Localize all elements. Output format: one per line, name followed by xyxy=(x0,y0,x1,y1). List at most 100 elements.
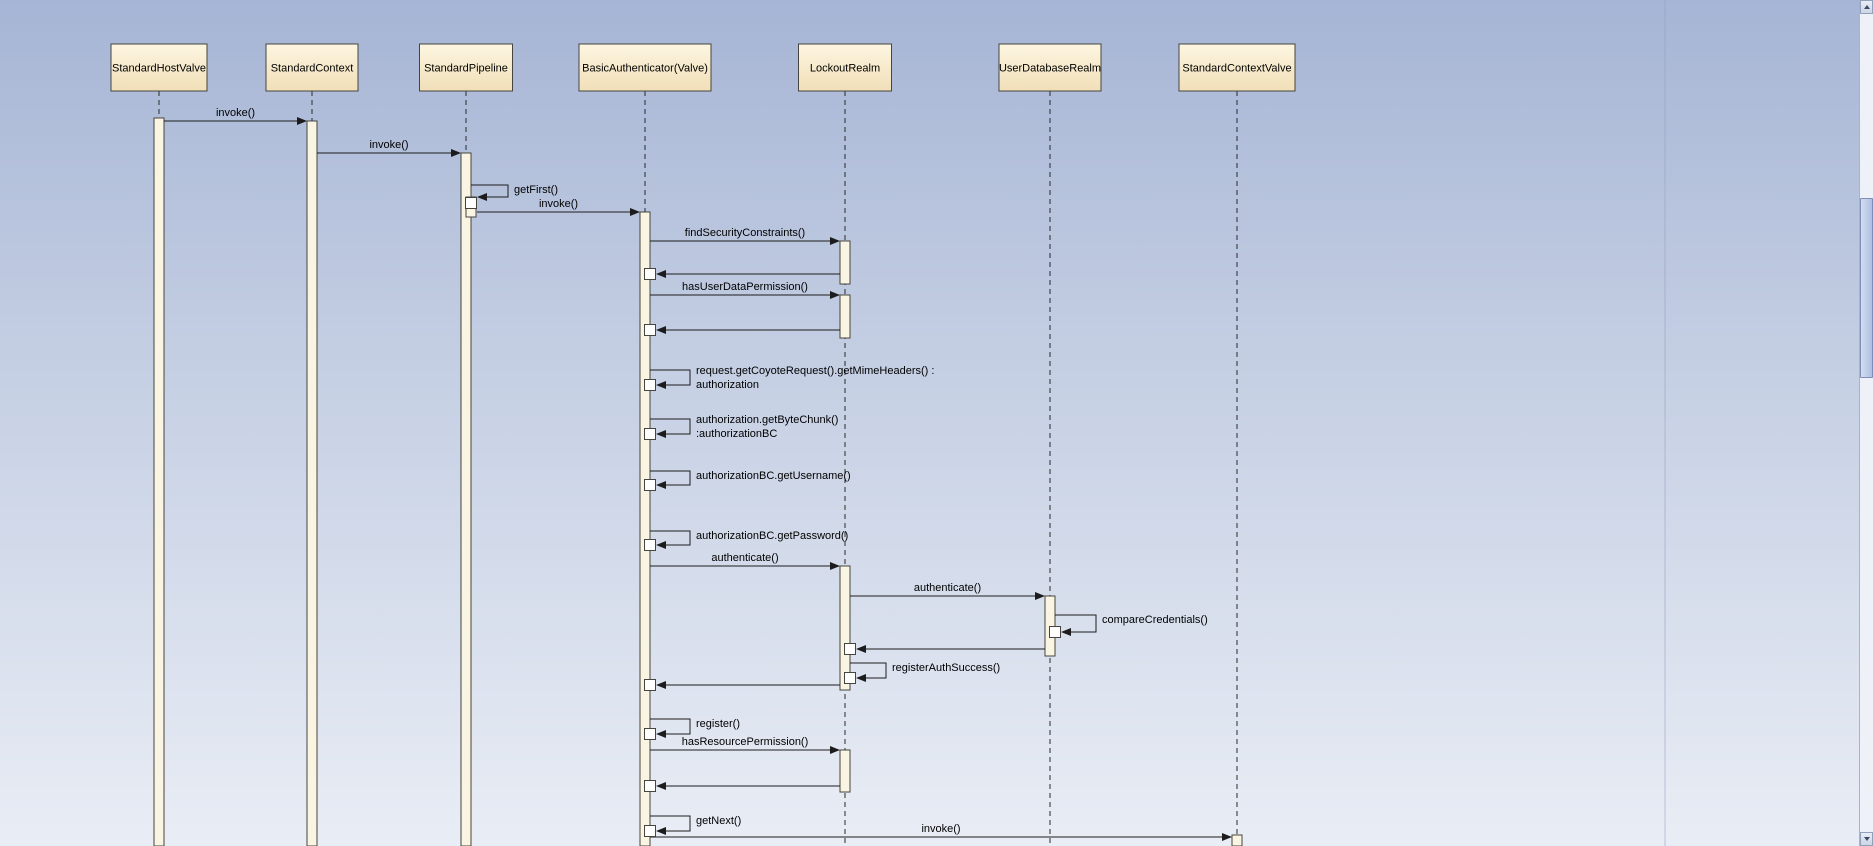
message-invoke[interactable]: invoke() xyxy=(650,823,1232,841)
lifeline-user-database-realm[interactable]: UserDatabaseRealm xyxy=(998,43,1102,846)
message-return[interactable] xyxy=(656,782,840,790)
message-authorizationbc-getusername[interactable]: authorizationBC.getUsername() xyxy=(650,470,851,489)
lifeline-header[interactable] xyxy=(1178,43,1296,92)
activation-standard-pipeline[interactable] xyxy=(460,152,472,846)
message-return[interactable] xyxy=(656,681,840,689)
message-label: authenticate() xyxy=(711,552,778,564)
lifeline-standard-context-valve[interactable]: StandardContextValve xyxy=(1178,43,1296,846)
arrowhead-icon xyxy=(451,149,461,157)
lifeline-name: UserDatabaseRealm xyxy=(999,63,1101,75)
lifeline-header[interactable] xyxy=(419,43,513,92)
activation-basic-authenticator-valve[interactable] xyxy=(639,211,651,846)
lifeline-header[interactable] xyxy=(998,43,1102,92)
activation-end-square xyxy=(644,728,656,740)
message-authorizationbc-getpassword[interactable]: authorizationBC.getPassword() xyxy=(650,530,848,549)
activation-end-square xyxy=(465,197,477,209)
arrowhead-icon xyxy=(477,193,487,201)
arrowhead-icon xyxy=(297,117,307,125)
scrollbar-thumb[interactable] xyxy=(1860,198,1873,378)
message-getfirst[interactable]: getFirst() xyxy=(471,184,558,201)
message-invoke[interactable]: invoke() xyxy=(317,139,461,157)
message-label: hasUserDataPermission() xyxy=(682,281,808,293)
lifeline-name: StandardHostValve xyxy=(112,63,206,75)
message-return[interactable] xyxy=(656,270,840,278)
activation-end-square xyxy=(644,780,656,792)
arrowhead-icon xyxy=(656,782,666,790)
activation-end-square xyxy=(844,643,856,655)
activation-end-square xyxy=(644,379,656,391)
arrowhead-icon xyxy=(656,730,666,738)
activation-end-square xyxy=(1049,626,1061,638)
activation-end-square xyxy=(644,428,656,440)
lifeline-header[interactable] xyxy=(578,43,712,92)
arrowhead-icon xyxy=(856,645,866,653)
arrowhead-icon xyxy=(1061,628,1071,636)
lifeline-name: StandardContext xyxy=(271,63,354,75)
arrowhead-icon xyxy=(656,381,666,389)
activation-lockout-realm[interactable] xyxy=(839,749,851,793)
message-label: compareCredentials() xyxy=(1102,614,1208,626)
lifeline-standard-host-valve[interactable]: StandardHostValve xyxy=(110,43,208,846)
lifeline-header[interactable] xyxy=(798,43,892,92)
scroll-down-button[interactable] xyxy=(1860,832,1873,846)
activation-standard-host-valve[interactable] xyxy=(153,117,165,846)
arrowhead-icon xyxy=(656,541,666,549)
message-label: register() xyxy=(696,718,740,730)
message-getnext[interactable]: getNext() xyxy=(650,815,741,835)
activation-lockout-realm[interactable] xyxy=(839,565,851,691)
activation-end-square xyxy=(644,324,656,336)
lifeline-name: LockoutRealm xyxy=(810,63,880,75)
activation-end-square xyxy=(644,825,656,837)
lifeline-standard-pipeline[interactable]: StandardPipeline xyxy=(419,43,513,846)
message-label: authorizationBC.getPassword() xyxy=(696,530,848,542)
message-return[interactable] xyxy=(656,326,840,334)
message-request-getcoyoterequest-getmimeheaders[interactable]: request.getCoyoteRequest().getMimeHeader… xyxy=(650,365,934,391)
message-invoke[interactable]: invoke() xyxy=(164,107,307,125)
vertical-scrollbar[interactable] xyxy=(1859,0,1873,846)
scroll-up-button[interactable] xyxy=(1860,0,1873,14)
activation-end-square xyxy=(644,679,656,691)
arrowhead-icon xyxy=(656,430,666,438)
lifeline-lockout-realm[interactable]: LockoutRealm xyxy=(798,43,892,846)
message-registerauthsuccess[interactable]: registerAuthSuccess() xyxy=(850,662,1000,682)
arrowhead-icon xyxy=(1222,833,1232,841)
arrowhead-icon xyxy=(830,746,840,754)
message-authenticate[interactable]: authenticate() xyxy=(850,582,1045,600)
activation-lockout-realm[interactable] xyxy=(839,240,851,285)
arrowhead-icon xyxy=(856,674,866,682)
arrowhead-icon xyxy=(830,562,840,570)
arrowhead-icon xyxy=(656,326,666,334)
message-label: :authorizationBC xyxy=(696,428,777,440)
message-label: getNext() xyxy=(696,815,741,827)
lifeline-header[interactable] xyxy=(110,43,208,92)
activation-end-square xyxy=(644,539,656,551)
message-label: authorization xyxy=(696,379,759,391)
message-hasuserdatapermission[interactable]: hasUserDataPermission() xyxy=(650,281,840,299)
arrowhead-icon xyxy=(630,208,640,216)
arrowhead-icon xyxy=(656,481,666,489)
lifeline-basic-authenticator-valve[interactable]: BasicAuthenticator(Valve) xyxy=(578,43,712,846)
message-label: findSecurityConstraints() xyxy=(685,227,805,239)
message-label: authorizationBC.getUsername() xyxy=(696,470,851,482)
message-hasresourcepermission[interactable]: hasResourcePermission() xyxy=(650,736,840,754)
message-authenticate[interactable]: authenticate() xyxy=(650,552,840,570)
arrowhead-icon xyxy=(1035,592,1045,600)
lifeline-standard-context[interactable]: StandardContext xyxy=(265,43,359,846)
message-label: getFirst() xyxy=(514,184,558,196)
lifeline-header[interactable] xyxy=(265,43,359,92)
arrowhead-icon xyxy=(830,237,840,245)
message-findsecurityconstraints[interactable]: findSecurityConstraints() xyxy=(650,227,840,245)
message-label: hasResourcePermission() xyxy=(682,736,809,748)
message-return[interactable] xyxy=(856,645,1045,653)
message-label: request.getCoyoteRequest().getMimeHeader… xyxy=(696,365,934,377)
message-authorization-getbytechunk[interactable]: authorization.getByteChunk():authorizati… xyxy=(650,414,838,440)
arrowhead-icon xyxy=(830,291,840,299)
activation-lockout-realm[interactable] xyxy=(839,294,851,339)
message-register[interactable]: register() xyxy=(650,718,740,738)
activation-standard-context[interactable] xyxy=(306,120,318,846)
activation-standard-context-valve[interactable] xyxy=(1231,834,1243,846)
activation-end-square xyxy=(644,268,656,280)
message-invoke[interactable]: invoke() xyxy=(477,198,640,216)
message-comparecredentials[interactable]: compareCredentials() xyxy=(1055,614,1208,636)
